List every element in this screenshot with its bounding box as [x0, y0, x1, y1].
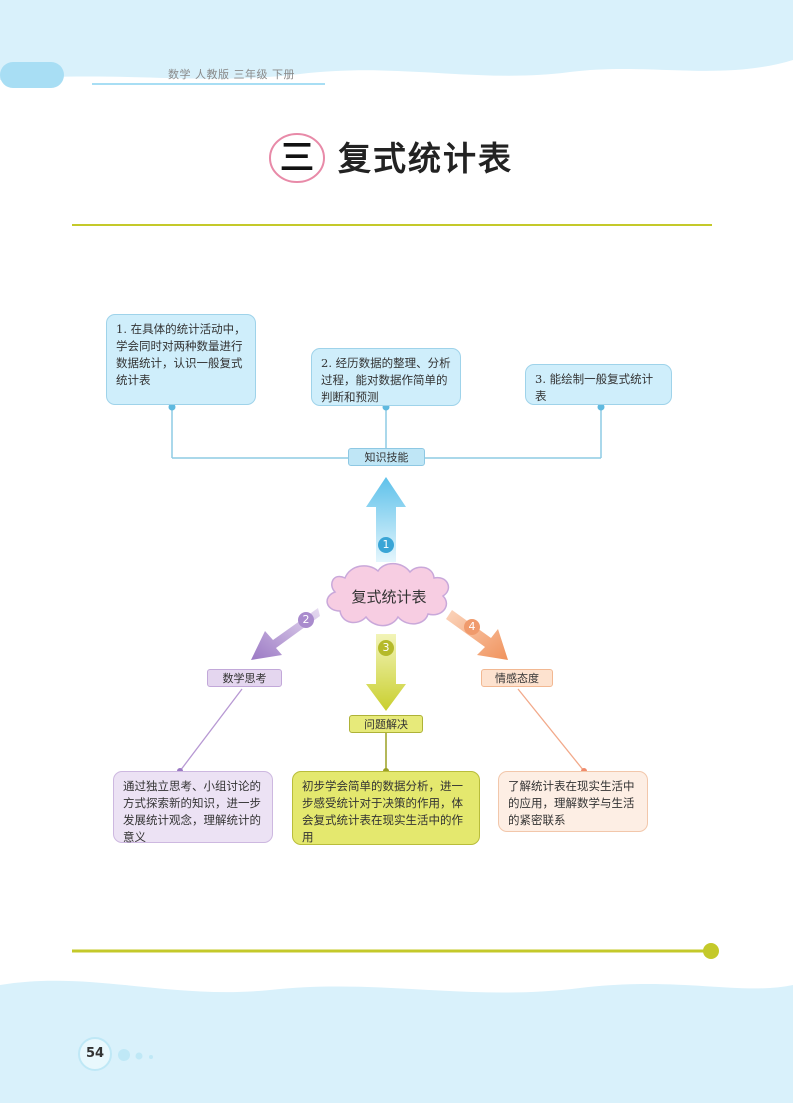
arrow-number-2: 2	[298, 612, 314, 628]
page-dot-1	[118, 1049, 130, 1061]
connector-dot-3	[597, 403, 605, 411]
book-info: 数学 人教版 三年级 下册	[168, 68, 295, 81]
page-number: 54	[78, 1037, 112, 1071]
page-dot-3	[149, 1055, 153, 1059]
arrow-knowledge	[366, 477, 406, 562]
thinking-label: 数学思考	[207, 669, 282, 687]
problem-detail: 初步学会简单的数据分析，进一步感受统计对于决策的作用，体会复式统计表在现实生活中…	[292, 771, 480, 845]
knowledge-connectors	[171, 407, 602, 459]
arrow-number-4: 4	[464, 619, 480, 635]
attitude-label: 情感态度	[481, 669, 553, 687]
bottom-wave	[0, 980, 793, 1103]
chapter-number-circle	[269, 133, 325, 183]
bottom-rule-dot	[703, 943, 719, 959]
problem-label: 问题解决	[349, 715, 423, 733]
knowledge-item-3: 3. 能绘制一般复式统计表	[525, 364, 672, 405]
center-label: 复式统计表	[351, 588, 427, 606]
attitude-connector	[517, 688, 585, 772]
center-cloud	[326, 562, 450, 627]
chapter-title: 复式统计表	[338, 139, 513, 178]
knowledge-item-1: 1. 在具体的统计活动中，学会同时对两种数量进行数据统计，认识一般复式统计表	[106, 314, 256, 405]
chapter-number: 三	[280, 138, 314, 178]
header-tab	[0, 62, 64, 88]
attitude-detail: 了解统计表在现实生活中的应用，理解数学与生活的紧密联系	[498, 771, 648, 832]
connector-dot-1	[168, 403, 176, 411]
knowledge-label: 知识技能	[348, 448, 425, 466]
arrow-attitude	[446, 610, 508, 660]
thinking-connector	[179, 688, 243, 772]
knowledge-item-2: 2. 经历数据的整理、分析过程，能对数据作简单的判断和预测	[311, 348, 461, 406]
arrow-number-1: 1	[378, 537, 394, 553]
page-dot-2	[135, 1052, 143, 1060]
arrow-number-3: 3	[378, 640, 394, 656]
top-wave	[0, 0, 793, 80]
arrow-problem	[366, 634, 406, 711]
thinking-detail: 通过独立思考、小组讨论的方式探索新的知识，进一步发展统计观念，理解统计的意义	[113, 771, 273, 844]
